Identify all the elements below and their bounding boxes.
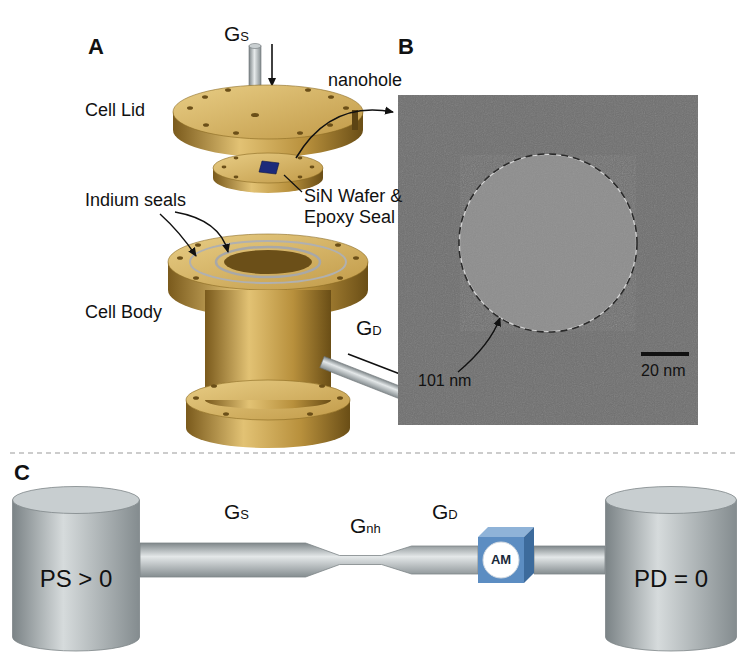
panel-letter: B	[398, 34, 414, 59]
scale-label: 20 nm	[641, 362, 685, 380]
part-name: Indium seals	[85, 190, 186, 211]
panel-letter: C	[14, 460, 30, 485]
pipe-connector	[534, 546, 605, 574]
conductance-label: GD	[356, 316, 382, 340]
instrument-label: AM	[478, 537, 524, 583]
part-name: nanohole	[328, 70, 402, 91]
part-name: Cell Body	[85, 302, 162, 323]
conductance-label: GS	[224, 500, 249, 524]
conductance-label: GD	[432, 500, 458, 524]
conductance-label: GS	[224, 22, 249, 46]
pressure-label: PD = 0	[605, 565, 737, 593]
part-name: SiN Wafer & Epoxy Seal	[304, 186, 416, 227]
mass-spectrometer: AM	[478, 527, 534, 583]
panel-letter: A	[88, 34, 104, 59]
part-name: Cell Lid	[85, 100, 145, 121]
pipe-connector	[140, 543, 478, 577]
conductance-label: Gnh	[350, 514, 381, 538]
dimension-label: 101 nm	[418, 372, 471, 390]
reservoir: PS > 0	[12, 486, 140, 652]
reservoir: PD = 0	[605, 486, 737, 652]
pressure-label: PS > 0	[12, 565, 140, 593]
